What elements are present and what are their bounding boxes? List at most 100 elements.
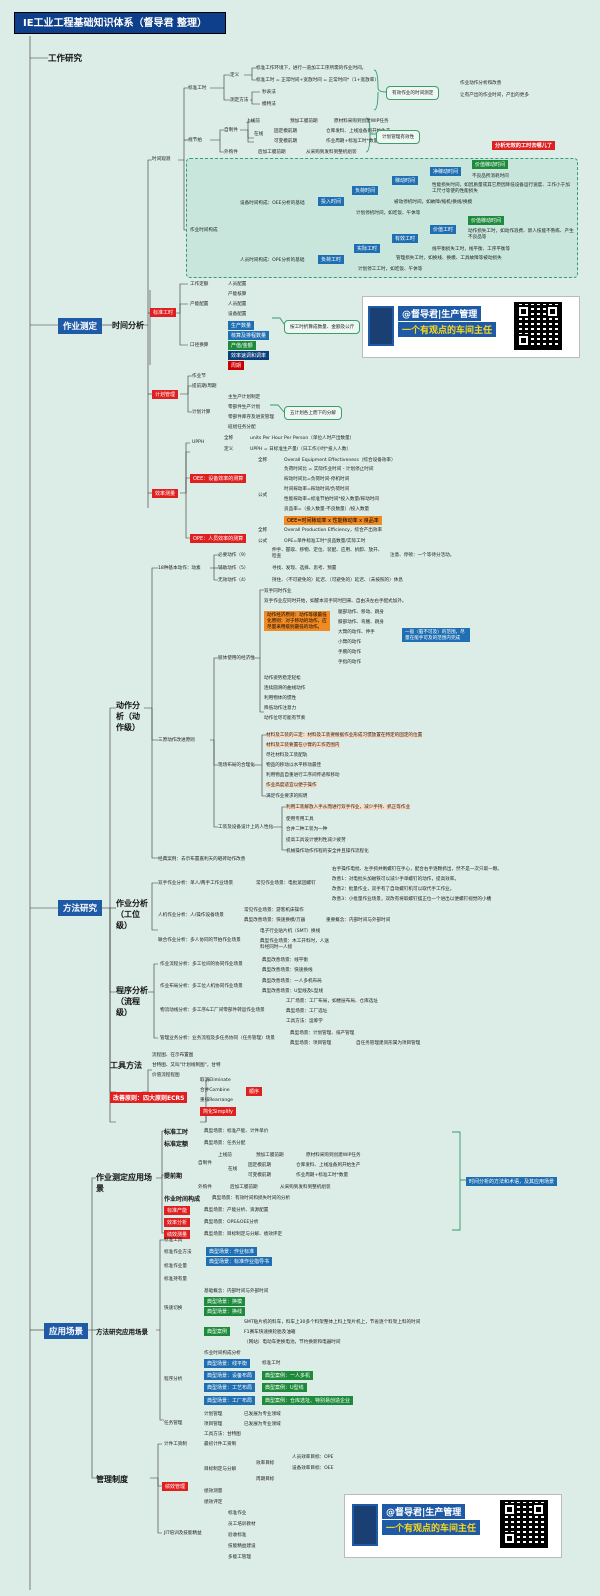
therbligs-node: 18种基本动作：动素 — [158, 566, 201, 571]
apply-pre-line: 上线前 — [218, 1153, 232, 1158]
utilization-node: 作业时间构成 — [190, 228, 218, 233]
standard-time-node: 标准工时 — [188, 86, 207, 91]
jit-1: 标准作业 — [228, 1511, 247, 1516]
level-5: 手腕的动作 — [338, 650, 361, 655]
op-time-tag: 稼动时间 — [392, 176, 419, 185]
value-time-tag: 价值稼动时间 — [472, 160, 509, 169]
quote-4: 效率速调和调率 — [228, 351, 270, 360]
necessary-motion: 必要动作（9） — [218, 553, 249, 558]
apply-quick-change: 快速切换 — [164, 1306, 183, 1311]
apply-procedure-g: 典型案例：U型线 — [262, 1383, 307, 1392]
body-6: 降低动作注意力 — [264, 706, 297, 711]
efficiency-tag: 效率测量 — [152, 489, 179, 498]
ope-formula: 公式 — [258, 539, 268, 544]
purpose-1: 作业动作分析和改善 — [460, 81, 502, 86]
ope-base-node: 人员时间构成：OPE分析的基础 — [240, 258, 305, 263]
apply-std-holding: 标准持有量 — [164, 1277, 187, 1282]
business-a: 典型场景：计划管理、排产管理 — [290, 1031, 355, 1036]
pre-process-desc: 原材料采购到创建WIP任务 — [334, 119, 389, 124]
apply-task-c: 项目管理 — [204, 1422, 223, 1427]
body-4: 连续圆滑的曲线动作 — [264, 686, 306, 691]
apply-quick-change-e: SMT贴片机的料车，料车上30多个料架整体上料上架片机上，节省逐个料架上料的时间 — [244, 1320, 421, 1325]
apply-fixed-v: 仓库发料、上线准备到开始生产 — [296, 1163, 361, 1168]
plan-3a: 主生产计划制定 — [228, 395, 261, 400]
two-hand-2: 改善1：对电批头加磁铁可以减少手单螺钉的动作，提高效率。 — [332, 877, 459, 882]
definition-text-2: 标准工时 = 正常时间+宽放时间 = 正常时间*（1+宽放率） — [256, 78, 379, 83]
apply-post-lead: 后加工膜前期 — [230, 1185, 258, 1190]
apply-time-composition-v: 典型场景：有效时间和损失时间的分析 — [212, 1196, 291, 1201]
apply-fixed: 固定模前期 — [248, 1163, 271, 1168]
layout-analysis: 作业布局分析：多工位人机协同作业场景 — [160, 984, 243, 989]
logistics-c: 工具方法：运筹学 — [286, 1019, 323, 1024]
necessary-note: 注意、停顿：一个等待分活动。 — [390, 553, 455, 558]
plan-note: 五计划各上而下的分解 — [284, 406, 342, 420]
man-mgmt-loss: 管理损失工时，如换线、换模、工具故障等被动损失 — [396, 256, 502, 261]
apply-std-capacity-v: 典型场景：产能分析、资源配置 — [204, 1208, 269, 1213]
apply-pre-lead: 预加工膜前期 — [256, 1153, 284, 1158]
performance-mgmt: 绩效管理 — [162, 1482, 189, 1491]
section-work-study: 工作研究 — [48, 54, 83, 64]
apply-std-time-v: 典型场景：标准产能、计件单价 — [204, 1129, 269, 1134]
logistics-b: 典型场景：工厂选址 — [286, 1009, 328, 1014]
oee-1: 负荷时间比 = 实际作业时间 - 计划停止时间 — [284, 467, 374, 472]
flow-analysis: 作业流程分析：多工位间的协同作业场景 — [160, 962, 243, 967]
measure-method-node: 测定方法 — [230, 98, 249, 103]
man-balance-loss: 线平衡损失工时，线平衡、工序平衡等 — [432, 247, 511, 252]
jit-training: JIT培训及技能精益 — [164, 1531, 202, 1536]
apply-task-e: 工具方法：甘特图 — [204, 1432, 241, 1437]
wm-apply-node: 作业测定应用场景 — [96, 1173, 152, 1193]
quote-3: 产值/金额 — [228, 341, 256, 350]
flow-a: 典型改善场景：线平衡 — [262, 958, 308, 963]
plan-3b: 零部件生产计划 — [228, 405, 261, 410]
two-hand-1: 右手操作电批、左手抓并剩螺钉在手心，配合右手逐颗抓出，然不是一次只取一颗。 — [332, 867, 502, 872]
work-quota-1: 人员配置 — [228, 282, 247, 287]
effective-time-note: 有效作业的时间测定 — [386, 86, 440, 100]
performance-loss: 性能损失时间，如因质量或其它原因降低设备运行速度、工作小于加工尺寸等使的性能损失 — [432, 183, 570, 194]
joint-b: 典型作业场景：木工开料时，人送料经同时一人接 — [260, 939, 329, 950]
apply-post-lead-v: 从采购到发料到整机组装 — [280, 1185, 331, 1190]
man-plan-stop: 计划停工工时，如吃饭、午休等 — [358, 267, 423, 272]
apply-std-output: 标准作业量 — [164, 1264, 187, 1269]
assist-motion: 辅助动作（5） — [218, 566, 249, 571]
apply-lead-time: 提前期 — [164, 1173, 183, 1180]
economy-principle: 三原动作改进原则 — [158, 738, 195, 743]
level-6: 手指的动作 — [338, 660, 361, 665]
joint-analysis: 联合作业分析：多人协同的节拍作业场景 — [158, 938, 241, 943]
ope-goal: 人员效率目标：OPE — [292, 1455, 334, 1460]
time-composition-box — [186, 158, 578, 278]
oee-full: 全称 — [258, 458, 268, 463]
invalid-motion: 无效动作（4） — [218, 578, 249, 583]
section-application: 应用场景 — [44, 1323, 89, 1339]
mm-apply-node: 方法研究应用场景 — [96, 1328, 148, 1336]
avatar-icon-2 — [352, 1504, 378, 1546]
planned-stop: 计划停机时间，如吃饭、午休等 — [356, 211, 421, 216]
necessary-motion-v: 伸手、握取、移物、定位、装配、应用、拆卸、放开、检查 — [272, 548, 383, 559]
variable-lead: 可变模前期 — [274, 139, 297, 144]
two-hand-scene: 常见作业场景：电批紧固螺钉 — [256, 881, 316, 886]
apply-procedure-d: 典型场景：设备布局 — [204, 1371, 256, 1380]
capacity-2: 设备配置 — [228, 312, 247, 317]
perf-measure: 绩效测量 — [204, 1489, 223, 1494]
tool-4: 提高工具设计便利性减少疲劳 — [286, 838, 346, 843]
piece-rate: 计件工资制 — [164, 1442, 187, 1447]
load-time-tag: 负荷时间 — [352, 186, 379, 195]
pre-line-node: 上线前 — [246, 119, 260, 124]
plan-3c: 零部件库存及进货管理 — [228, 415, 274, 420]
apply-std-method: 标准作业方法 — [164, 1250, 192, 1255]
apply-task-a: 计划管理 — [204, 1412, 223, 1417]
outsource-node: 外购件 — [224, 150, 238, 155]
cycle-goal: 周期目标 — [256, 1477, 275, 1482]
place-7: 满足作业要求的照明 — [266, 794, 308, 799]
man-machine-c: 重要概念：内部时间与外部时间 — [326, 918, 391, 923]
brand-line-1: @督导君|生产管理 — [398, 306, 482, 321]
apply-procedure-e: 典型案例：一人多机 — [262, 1371, 314, 1380]
place-highlight: 材料及工装的三定：材料及工装要根据作业形成习惯放置在特定的固定的位置 — [266, 732, 423, 738]
level-note: 一般（脑不可及）的范围，尽量在能手可及的范围内完成 — [402, 628, 470, 642]
ecrs-order-tag: 顺序 — [246, 1087, 263, 1096]
apply-quick-change-g: （网站）电动车更换电池，节约换新和电器时间 — [244, 1340, 341, 1345]
modapts-method: 模特法 — [262, 102, 276, 107]
classic-case: 经典案例：去示布置嘉利天的砸砖动作改善 — [158, 857, 246, 862]
man-machine-b: 典型改善场景：快速换模/万器 — [244, 918, 306, 923]
oee-5: 良品率=（投入数量-不良数量）/投入数量 — [284, 507, 370, 512]
oee-tag: OEE：设备效率的测算 — [190, 474, 247, 483]
